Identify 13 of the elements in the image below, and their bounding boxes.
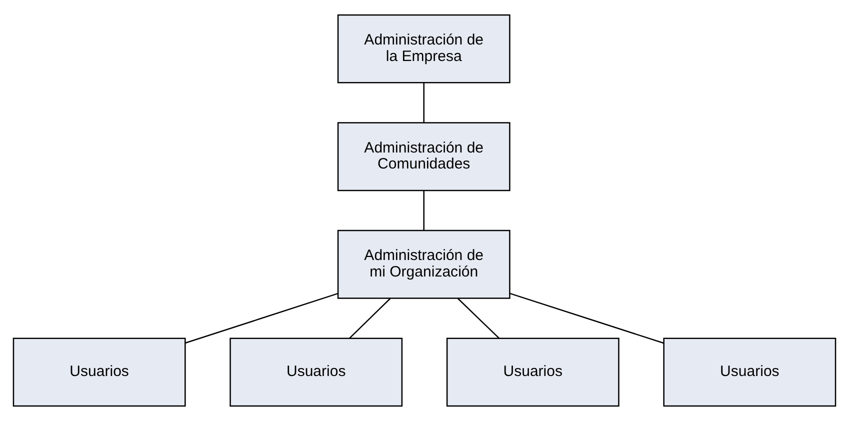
connector — [510, 292, 664, 344]
node-box: Usuarios — [230, 338, 403, 407]
connector — [349, 298, 391, 339]
connector — [423, 190, 424, 230]
node-box: Administración de mi Organización — [337, 230, 510, 299]
node-box: Usuarios — [446, 338, 620, 407]
node-box: Administración de la Empresa — [337, 14, 510, 84]
connector — [185, 292, 338, 344]
node-box: Administración de Comunidades — [337, 122, 510, 192]
connector — [423, 82, 424, 123]
node-box: Usuarios — [663, 338, 836, 407]
connector — [457, 298, 500, 339]
node-box: Usuarios — [12, 338, 186, 407]
